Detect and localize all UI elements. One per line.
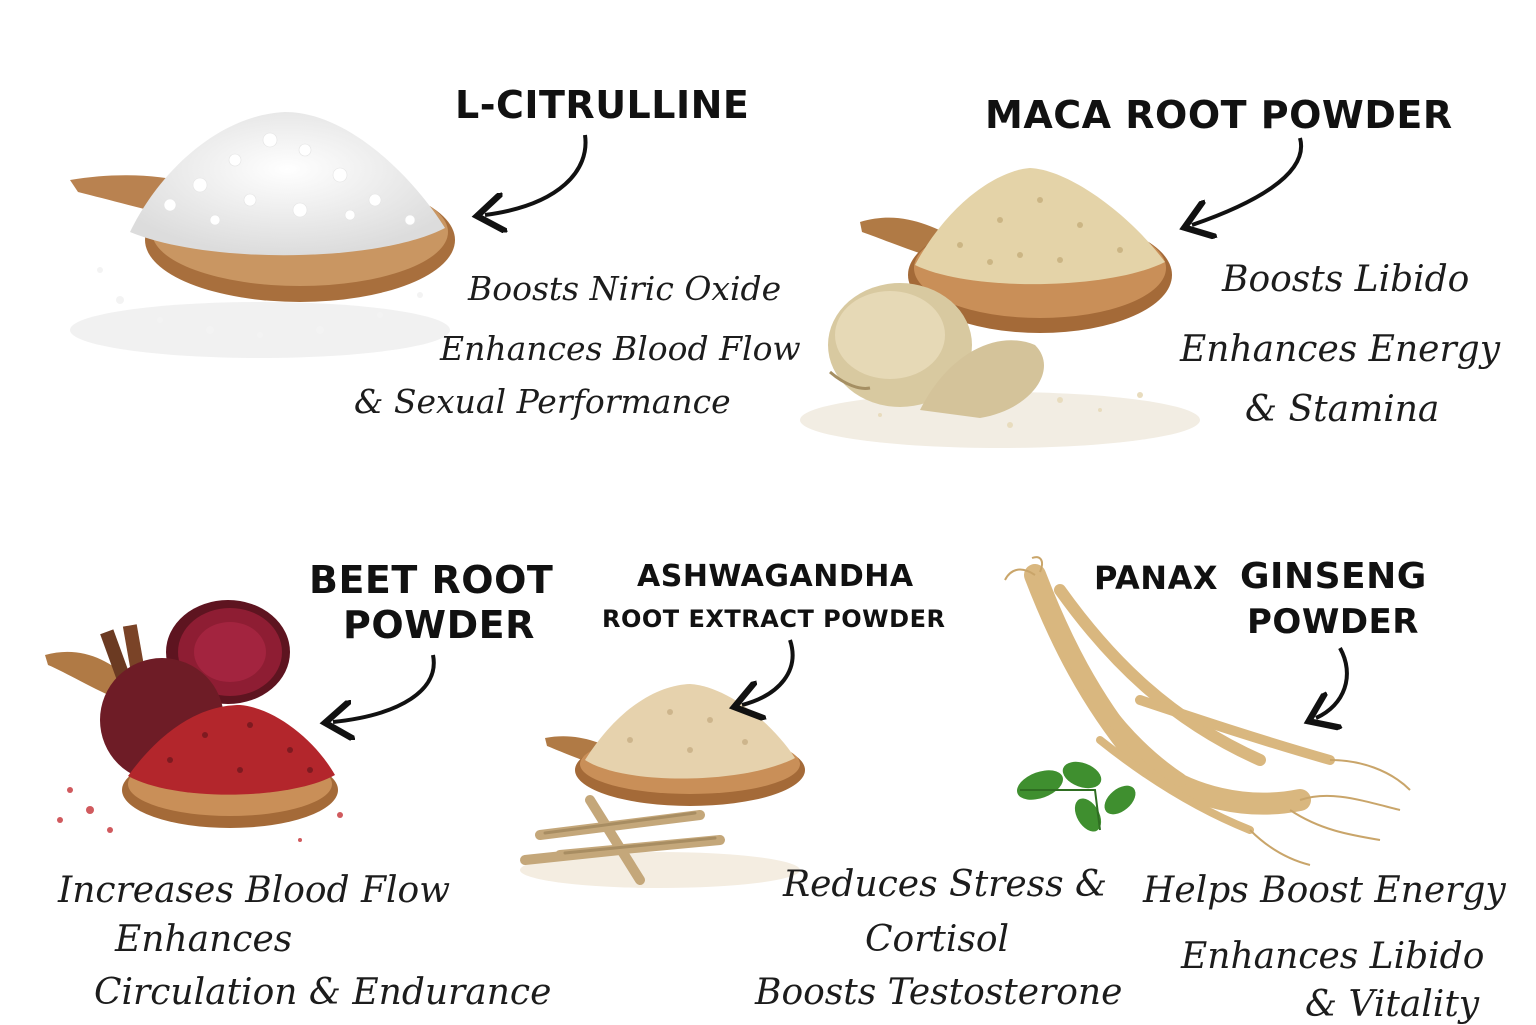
ginseng-title-powder: POWDER — [1247, 602, 1419, 642]
ashwagandha-title-line2: ROOT EXTRACT POWDER — [602, 605, 946, 633]
citrulline-benefit-1: Boosts Niric Oxide — [468, 269, 782, 308]
ginseng-benefit-3: & Vitality — [1305, 984, 1480, 1025]
ginseng-benefit-1: Helps Boost Energy — [1143, 870, 1506, 911]
ashwagandha-benefit-3: Boosts Testosterone — [755, 972, 1123, 1013]
beet-benefit-3: Circulation & Endurance — [94, 972, 552, 1013]
maca-benefit-1: Boosts Libido — [1222, 259, 1470, 300]
ashwagandha-title-line1: ASHWAGANDHA — [637, 559, 914, 594]
citrulline-benefit-3: & Sexual Performance — [354, 382, 731, 421]
l-citrulline-title: L-CITRULLINE — [455, 83, 750, 127]
maca-benefit-2: Enhances Energy — [1180, 329, 1501, 370]
maca-benefit-3: & Stamina — [1245, 389, 1440, 430]
ginseng-benefit-2: Enhances Libido — [1181, 936, 1485, 977]
beet-root-title-line2: POWDER — [343, 603, 535, 647]
ashwagandha-benefit-1: Reduces Stress & — [783, 864, 1108, 905]
citrulline-benefit-2: Enhances Blood Flow — [440, 329, 801, 368]
beet-benefit-1: Increases Blood Flow — [58, 870, 451, 911]
ginseng-title-ginseng: GINSENG — [1240, 556, 1427, 597]
ginseng-title-panax: PANAX — [1094, 559, 1218, 597]
ashwagandha-benefit-2: Cortisol — [865, 919, 1010, 960]
citrulline-spoon-image — [70, 112, 455, 358]
beet-benefit-2: Enhances — [115, 919, 293, 960]
beet-root-title-line1: BEET ROOT — [309, 558, 554, 602]
maca-root-powder-title: MACA ROOT POWDER — [985, 93, 1453, 137]
